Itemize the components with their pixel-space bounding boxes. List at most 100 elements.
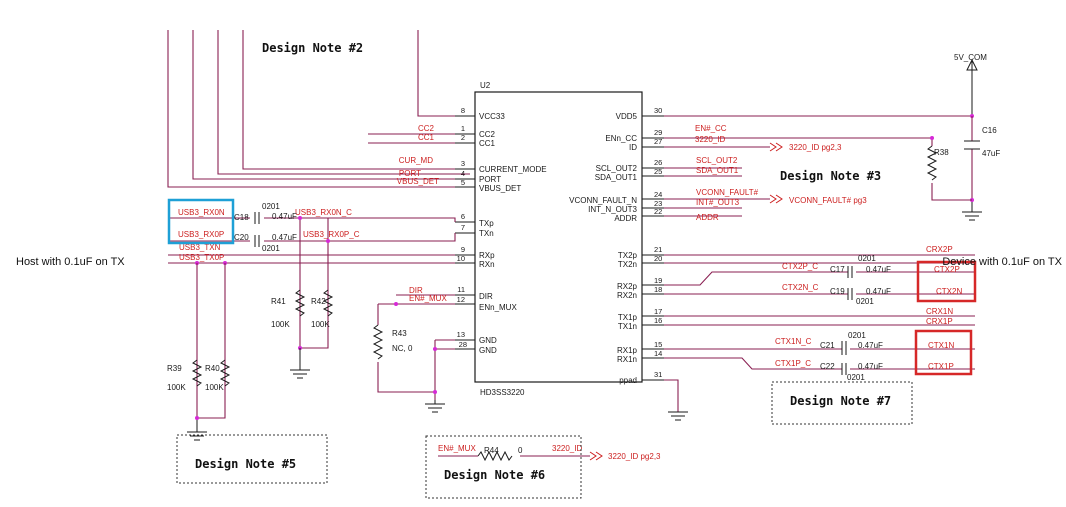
net-label-usb3-txn: USB3_TXN [179, 243, 221, 252]
c21-size: 0201 [848, 331, 866, 340]
c18-value: 0.47uF [272, 212, 297, 221]
net-label-usb3-rx0n: USB3_RX0N [178, 208, 225, 217]
c21-value: 0.47uF [858, 341, 883, 350]
net-label-cc2: CC2 [418, 124, 435, 133]
net-label-en-cc: EN#_CC [695, 124, 727, 133]
host-usb3-section: USB3_RX0N USB3_RX0P USB3_TXN USB3_TX0P U… [167, 198, 456, 350]
chip-left-pins: 8 VCC33 1 CC2 2 CC1 3 CURRENT_MODE 4 POR… [455, 106, 547, 355]
net-label-cur-md: CUR_MD [399, 156, 433, 165]
pin-name: DIR [479, 292, 493, 301]
c20-size: 0201 [262, 244, 280, 253]
pin-name: VCONN_FAULT_N [569, 196, 637, 205]
chip-ref: U2 [480, 81, 491, 90]
net-label-usb3-txp: USB3_TX0P [179, 253, 224, 262]
pin-num: 21 [654, 245, 662, 254]
chip-u2: U2 HD3SS3220 [474, 81, 643, 397]
r41-value: 100K [271, 320, 290, 329]
net-label-scl-out2: SCL_OUT2 [696, 156, 738, 165]
c19-size: 0201 [856, 297, 874, 306]
design-note-7: Design Note #7 [790, 394, 891, 408]
net-label-ctx2p-c: CTX2P_C [782, 262, 818, 271]
design-note-6-box [425, 435, 582, 499]
pin-num: 11 [457, 285, 465, 294]
design-note-7-box [771, 381, 913, 425]
net-label-addr: ADDR [696, 213, 719, 222]
pin-num: 17 [654, 307, 662, 316]
pin-num: 2 [461, 133, 465, 142]
r39-r40: R39 100K R40 100K [167, 263, 231, 441]
c18-ref: C18 [234, 213, 249, 222]
r39-ref: R39 [167, 364, 182, 373]
net-label-ctx2p: CTX2P [934, 265, 960, 274]
pin-name: ppad [619, 376, 637, 385]
r40-value: 100K [205, 383, 224, 392]
c22-size: 0201 [847, 373, 865, 382]
pin-name: TX2n [618, 260, 637, 269]
c22-ref: C22 [820, 362, 835, 371]
pin-num: 26 [654, 158, 662, 167]
offpage-vconn-fault: VCONN_FAULT# pg3 [789, 196, 867, 205]
pin-name: GND [479, 346, 497, 355]
pin-name: GND [479, 336, 497, 345]
pin-num: 18 [654, 285, 662, 294]
c20-value: 0.47uF [272, 233, 297, 242]
net-label-ctx2n-c: CTX2N_C [782, 283, 819, 292]
c19-value: 0.47uF [866, 287, 891, 296]
pin-name: INT_N_OUT3 [588, 205, 637, 214]
net-label-crx2p: CRX2P [926, 245, 953, 254]
pin-name: RX1n [617, 355, 637, 364]
r44-section: EN#_MUX R44 0 3220_ID 3220_ID pg2,3 [438, 444, 661, 462]
net-label-usb3-rx0p: USB3_RX0P [178, 230, 224, 239]
pin-num: 1 [461, 124, 465, 133]
design-note-3: Design Note #3 [780, 169, 881, 183]
r44-value: 0 [518, 446, 523, 455]
net-label-cc1: CC1 [418, 133, 435, 142]
offpage-3220-id: 3220_ID pg2,3 [789, 143, 842, 152]
net-label-en-mux: EN#_MUX [409, 294, 447, 303]
pin-name: VCC33 [479, 112, 505, 121]
pin-name: PORT [479, 175, 501, 184]
design-note-5-box [176, 434, 328, 484]
r44-ref: R44 [484, 446, 499, 455]
pin-num: 29 [654, 128, 662, 137]
r40-ref: R40 [205, 364, 220, 373]
net-label-crx1p: CRX1P [926, 317, 953, 326]
c18-size: 0201 [262, 202, 280, 211]
pin-name: CC2 [479, 130, 496, 139]
pin-num: 13 [457, 330, 465, 339]
net-label-sda-out1: SDA_OUT1 [696, 166, 739, 175]
device-usb3-section: CRX2P 0201 CTX2P_C CTX2N_C C17 0.47uF C1… [664, 245, 977, 421]
host-highlight-box [167, 198, 235, 245]
pin-name: ENn_CC [605, 134, 637, 143]
pin-num: 31 [654, 370, 662, 379]
pin-num: 20 [654, 254, 662, 263]
pin-name: TX2p [618, 251, 638, 260]
net-label-5v-com: 5V_COM [954, 53, 987, 62]
net-label-ctx1p-c: CTX1P_C [775, 359, 811, 368]
pin-num: 27 [654, 137, 662, 146]
pin-num: 15 [654, 340, 662, 349]
pin-num: 14 [654, 349, 662, 358]
net-label-vbus-det: VBUS_DET [397, 177, 439, 186]
feed-wires [167, 30, 470, 188]
chip-right-pins: VDD5 30 ENn_CC 29 ID 27 SCL_OUT2 26 SDA_… [569, 106, 664, 385]
net-label-int-out3: INT#_OUT3 [696, 198, 740, 207]
pin-name: RXp [479, 251, 495, 260]
pin-name: ADDR [614, 214, 637, 223]
c17-ref: C17 [830, 265, 845, 274]
pin-num: 7 [461, 223, 465, 232]
design-notes: Design Note #2 Design Note #3 Design Not… [176, 41, 913, 499]
net-label-port: PORT [399, 169, 421, 178]
right-control-nets: 3220_ID pg2,3 EN#_CC 3220_ID SCL_OUT2 SD… [664, 124, 867, 222]
pin-num: 5 [461, 178, 465, 187]
pin-num: 22 [654, 207, 662, 216]
pin-num: 16 [654, 316, 662, 325]
pin-name: RXn [479, 260, 495, 269]
pin-name: CC1 [479, 139, 496, 148]
r43-value: NC, 0 [392, 344, 413, 353]
pin-name: TXp [479, 219, 494, 228]
pin-name: RX2p [617, 282, 638, 291]
design-note-2: Design Note #2 [262, 41, 363, 55]
pin-name: ENn_MUX [479, 303, 517, 312]
